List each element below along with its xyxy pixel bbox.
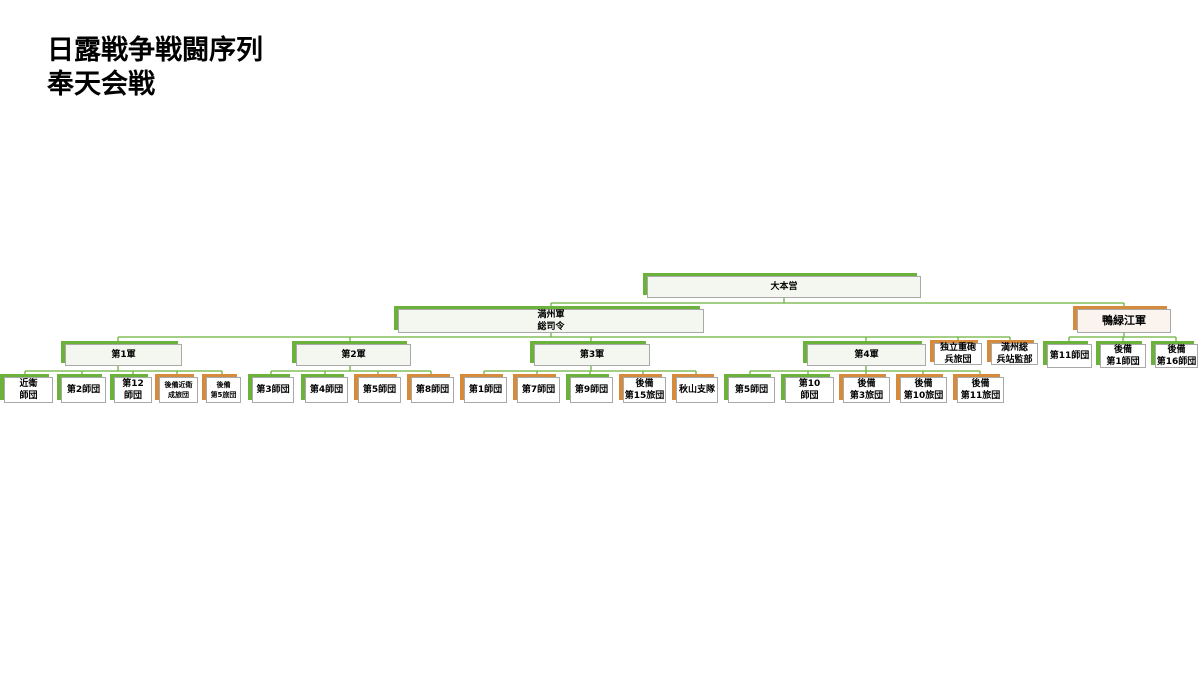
unit-a3-7th[interactable]: 第7師団: [517, 377, 560, 403]
title-line-1: 日露戦争戦闘序列: [47, 35, 263, 66]
unit-a4-5th[interactable]: 第5師団: [728, 377, 775, 403]
node-manchuria-hq[interactable]: 満州軍 総司令: [398, 309, 704, 333]
unit-yalu-reserve-16[interactable]: 後備 第16師団: [1155, 344, 1198, 368]
unit-yalu-11th[interactable]: 第11師団: [1047, 344, 1092, 368]
node-army-4[interactable]: 第4軍: [807, 344, 926, 366]
unit-a4-reserve-10[interactable]: 後備 第10旅団: [900, 377, 947, 403]
node-artillery-brigade[interactable]: 独立重砲 兵旅団: [934, 343, 982, 365]
unit-a2-3rd[interactable]: 第3師団: [252, 377, 294, 403]
unit-a1-reserve-5[interactable]: 後備 第5旅団: [206, 377, 241, 403]
unit-a4-reserve-3[interactable]: 後備 第3旅団: [843, 377, 890, 403]
node-logistics[interactable]: 満州総 兵站監部: [991, 343, 1038, 365]
unit-a3-1st[interactable]: 第1師団: [464, 377, 507, 403]
unit-a2-8th[interactable]: 第8師団: [411, 377, 454, 403]
title-line-2: 奉天会戦: [47, 69, 155, 100]
unit-a3-reserve-15[interactable]: 後備 第15旅団: [623, 377, 666, 403]
node-army-2[interactable]: 第2軍: [296, 344, 411, 366]
unit-a3-9th[interactable]: 第9師団: [570, 377, 613, 403]
unit-a2-5th[interactable]: 第5師団: [358, 377, 401, 403]
node-army-1[interactable]: 第1軍: [65, 344, 182, 366]
unit-a2-4th[interactable]: 第4師団: [305, 377, 348, 403]
node-yalu-army[interactable]: 鴨緑江軍: [1077, 309, 1171, 333]
unit-a1-guards[interactable]: 近衛 師団: [4, 377, 53, 403]
unit-a3-akiyama[interactable]: 秋山支隊: [676, 377, 718, 403]
page-title: 日露戦争戦闘序列 奉天会戦: [47, 34, 263, 102]
node-imperial-hq[interactable]: 大本営: [647, 276, 921, 298]
unit-a1-12th[interactable]: 第12 師団: [114, 377, 152, 403]
unit-a1-2nd[interactable]: 第2師団: [61, 377, 106, 403]
unit-a4-10th[interactable]: 第10 師団: [785, 377, 834, 403]
node-army-3[interactable]: 第3軍: [534, 344, 650, 366]
unit-a1-guards-reserve[interactable]: 後備近衛 成旅団: [159, 377, 198, 403]
unit-a4-reserve-11[interactable]: 後備 第11旅団: [957, 377, 1004, 403]
unit-yalu-reserve-1[interactable]: 後備 第1師団: [1100, 344, 1146, 368]
